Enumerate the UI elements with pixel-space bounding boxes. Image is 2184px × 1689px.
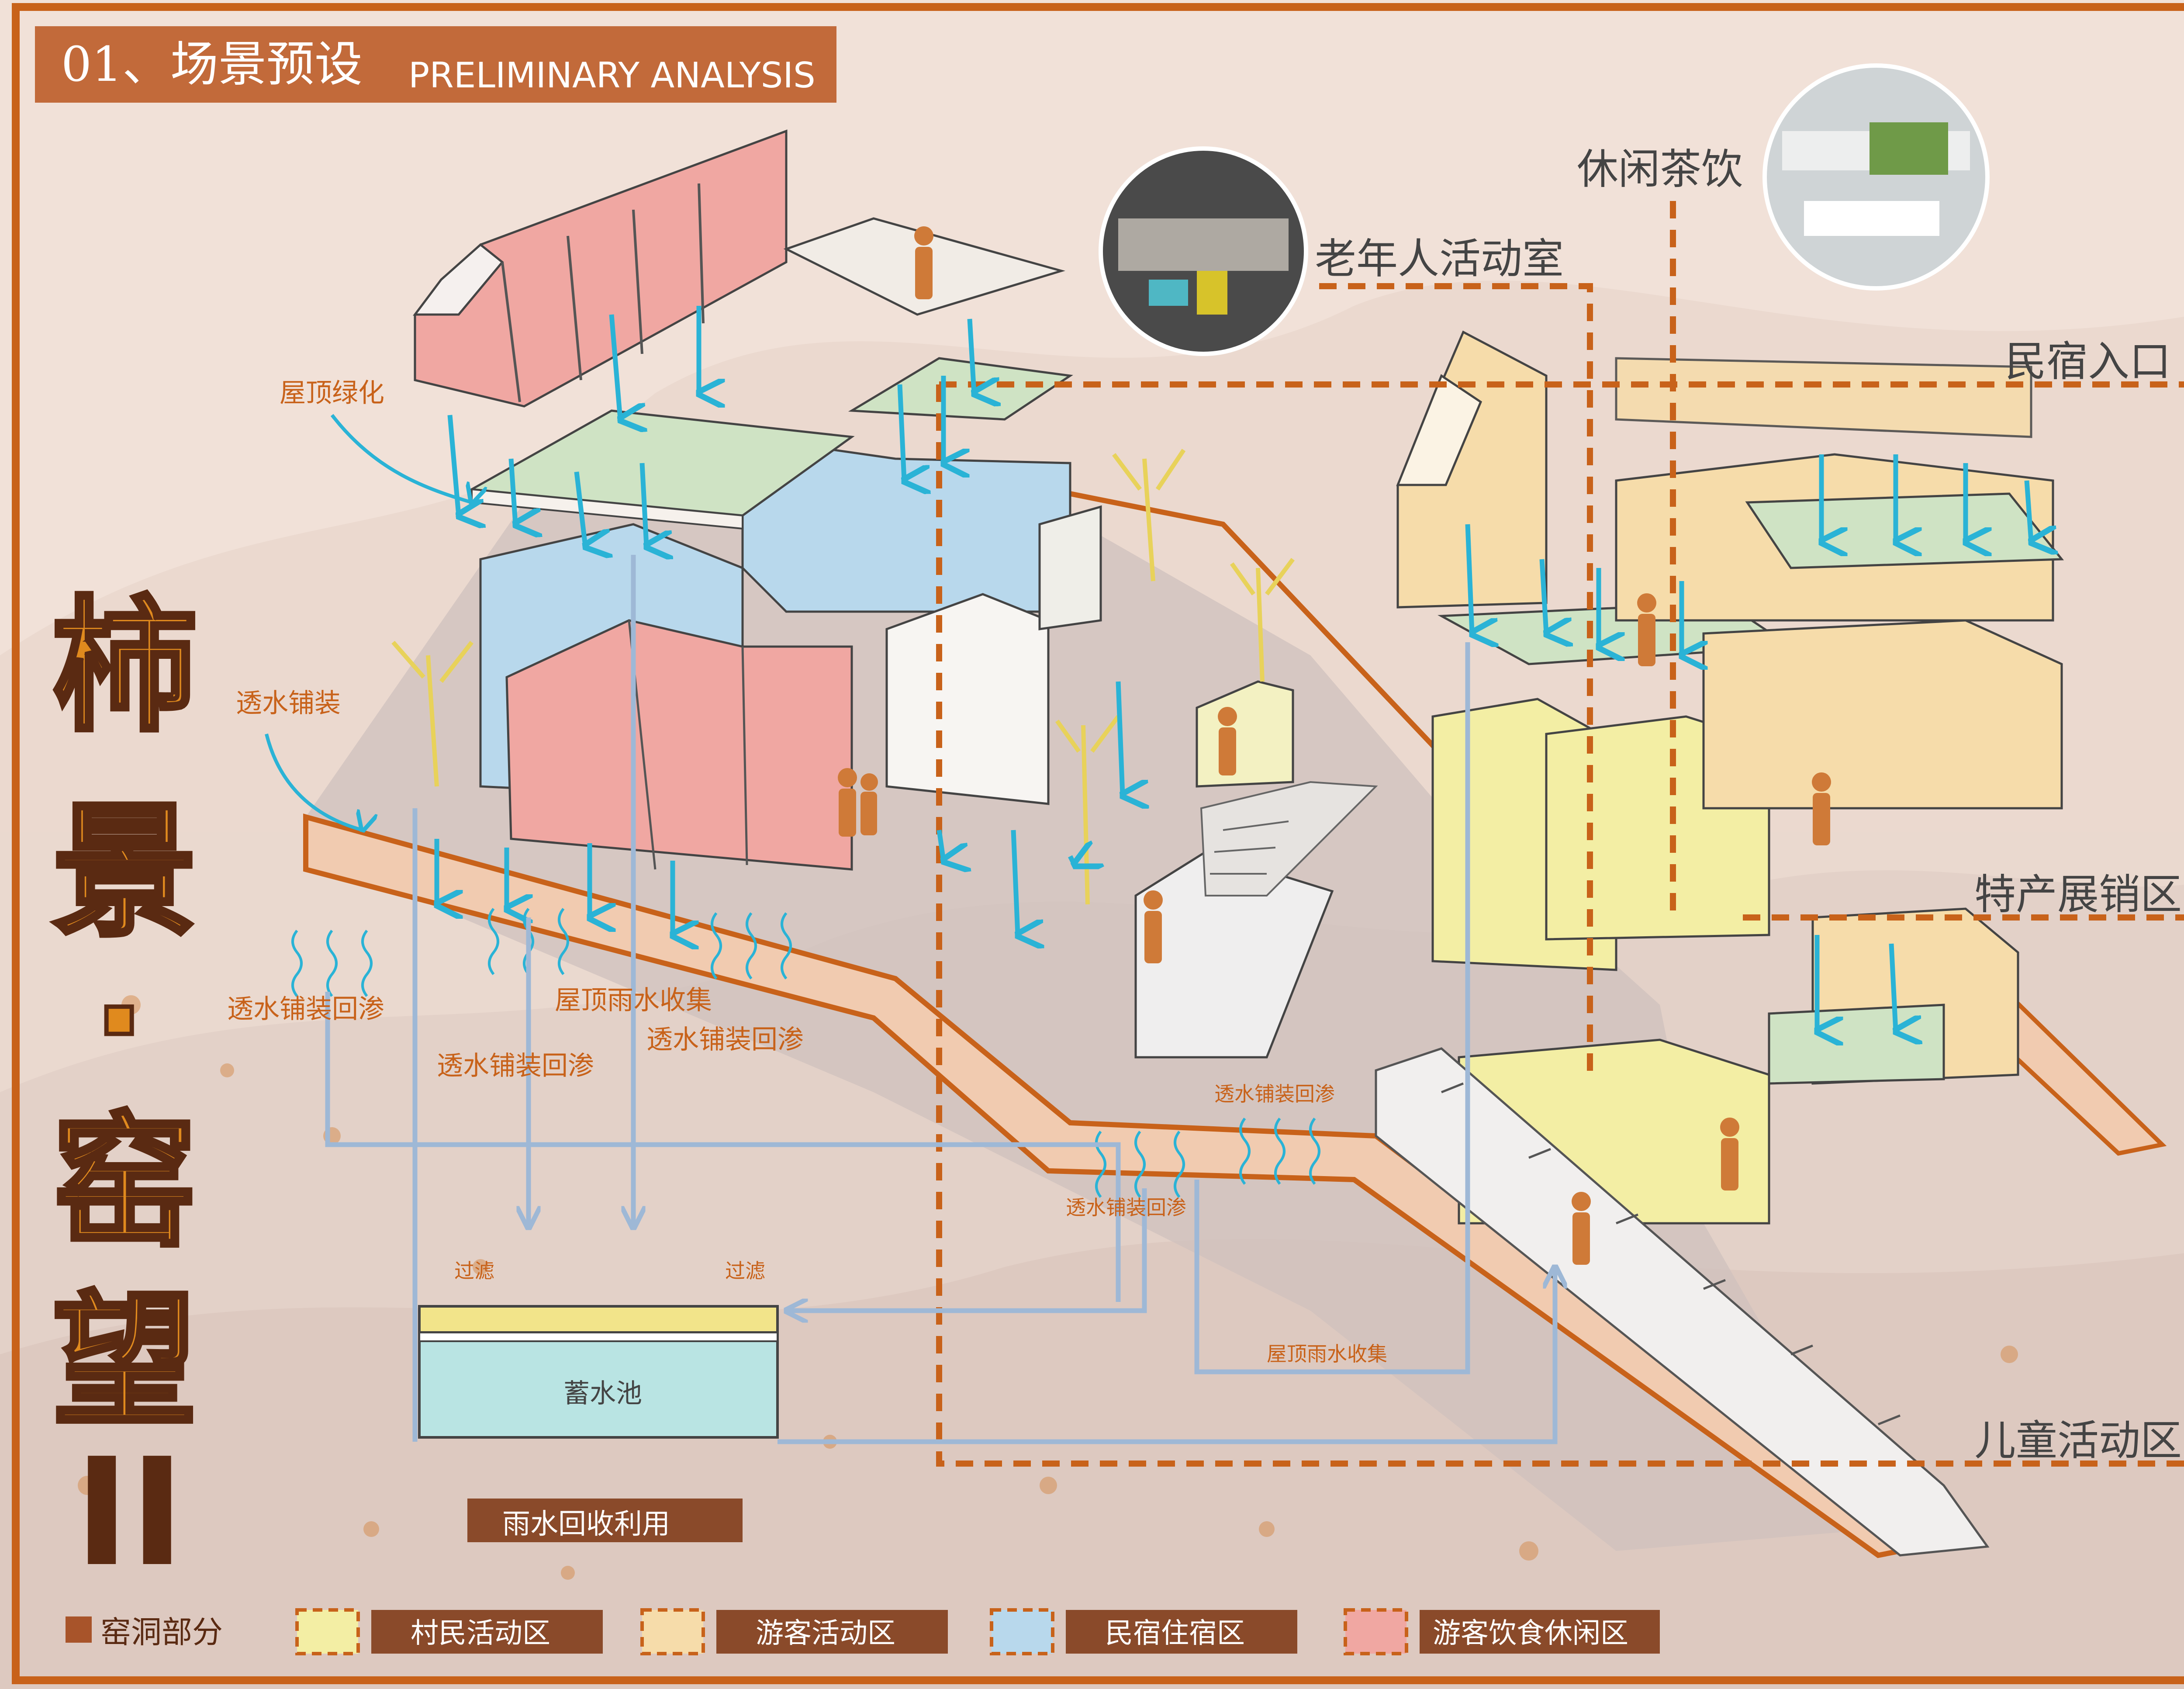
title-char-3: · [92,937,146,1104]
annot-filter-left: 过滤 [454,1259,494,1283]
dining-block-lower [505,619,853,871]
rain-arrows [437,306,2031,1031]
annot-permeable-paving: 透水铺装 [236,688,341,719]
annot-roof-collect-1: 屋顶雨水收集 [555,985,712,1016]
white-service-volumes [885,505,1334,1059]
label-children: 儿童活动区 [1974,1417,2182,1465]
annot-roof-collect-2: 屋顶雨水收集 [1267,1342,1387,1366]
annot-filter-right: 过滤 [725,1259,765,1283]
legend-tourist-label-bg [716,1610,948,1654]
roof-green-slab-mid [848,357,1073,421]
zone-guides [936,201,2184,1467]
legend-dining-label-bg [1420,1610,1660,1654]
page-frame [12,3,2184,1684]
legend-cave-swatch [66,1616,92,1643]
legend-homestay-label-bg [1066,1610,1297,1654]
entry-canopy-slab [1615,357,2032,438]
label-tea: 休闲茶饮 [1577,145,1743,194]
tourist-tower [1396,330,1548,609]
people [838,226,1831,1265]
legend-villager-label: 村民活动区 [411,1617,550,1650]
photo-elderly-room [1099,146,1308,356]
legend-villager-swatch [295,1608,360,1655]
legend-tourist-swatch [640,1608,705,1655]
storage-tank: 蓄水池 [418,1305,779,1439]
dining-building-roof [413,129,788,408]
guide-elderly-room [1319,283,1593,1079]
title-numeral: II [74,1426,185,1599]
collection-pipes [325,555,1555,1444]
central-stair [1200,781,1378,896]
annot-seep-4: 透水铺装回渗 [1214,1082,1335,1106]
title-char-5: 望 [52,1277,197,1445]
annot-seep-1: 透水铺装回渗 [227,994,384,1024]
legend-cave-label: 窑洞部分 [100,1614,223,1650]
header: 01、场景预设 PRELIMINARY ANALYSIS [35,26,836,103]
legend-homestay-swatch [990,1608,1054,1655]
title-char-4: 窑 [52,1098,197,1266]
header-number: 01、场景预设 [61,36,363,92]
trees [391,449,1295,905]
title-char-1: 柿 [52,583,197,751]
seep-wave-marks [291,908,1320,1198]
title-char-2: 景 [52,788,197,956]
long-stair-right [1375,1047,1990,1557]
label-elderly-room: 老年人活动室 [1315,235,1564,283]
tank-label: 蓄水池 [563,1378,642,1409]
legend-villager-label-bg [371,1610,603,1654]
annot-roof-green: 屋顶绿化 [280,378,384,408]
legend: 窑洞部分 村民活动区 游客活动区 民宿住宿区 游客饮食休闲区 [66,1608,1660,1655]
reuse-label: 雨水回收利用 [502,1508,670,1540]
legend-homestay-label: 民宿住宿区 [1105,1617,1245,1650]
label-specialty: 特产展销区 [1974,871,2182,919]
reuse-label-box: 雨水回收利用 [467,1499,743,1542]
zone-labels: 老年人活动室 休闲茶饮 民宿入口 特产展销区 儿童活动区 [1315,145,2182,1465]
legend-dining-label: 游客饮食休闲区 [1433,1617,1628,1650]
label-homestay-entry: 民宿入口 [2005,338,2171,386]
header-subtitle: PRELIMINARY ANALYSIS [408,55,816,96]
annot-seep-5: 透水铺装回渗 [1066,1196,1186,1219]
guide-children [936,384,2184,1467]
annot-seep-3: 透水铺装回渗 [646,1024,804,1055]
annotations: 屋顶绿化 透水铺装 透水铺装回渗 屋顶雨水收集 透水铺装回渗 透水铺装回渗 透水… [227,378,1387,1366]
pointer-arrows [265,414,472,830]
legend-dining-swatch [1344,1608,1408,1655]
main-title: 柿 景 · 窑 望 II [50,581,199,1599]
photo-tea-lounge [1762,63,1990,291]
legend-tourist-label: 游客活动区 [756,1617,895,1650]
annot-seep-2: 透水铺装回渗 [437,1051,594,1081]
